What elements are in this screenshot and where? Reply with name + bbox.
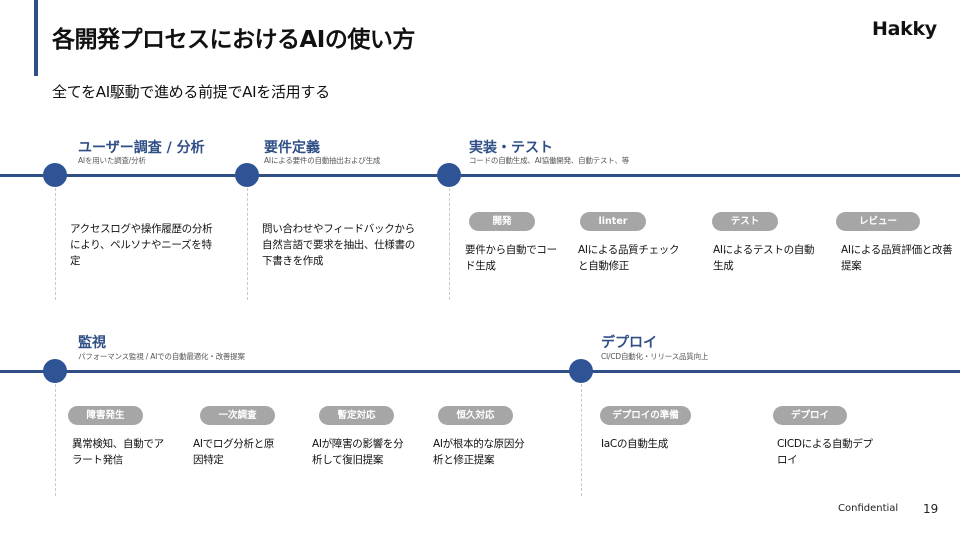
pill-development: 開発 [469,212,535,231]
pill-initial-investigation: 一次調査 [200,406,275,425]
description-deploy: CICDによる自動デプロイ [777,438,873,466]
phase-subtitle-user-research: AIを用いた調査/分析 [78,156,146,165]
footer-confidential: Confidential [838,503,899,514]
divider-requirements [247,188,248,300]
phase-title-requirements: 要件定義 [264,140,320,156]
divider-monitoring [55,384,56,496]
slide-title: 各開発プロセスにおけるAIの使い方 [52,27,415,53]
description-linter: AIによる品質チェックと自動修正 [578,244,680,272]
description-incident: 異常検知、自動でアラート発信 [72,438,164,466]
pill-temporary-fix: 暫定対応 [319,406,394,425]
timeline-dot-requirements [235,163,259,187]
description-permanent-fix: AIが根本的な原因分析と修正提案 [433,438,525,466]
timeline-dot-implementation [437,163,461,187]
divider-implementation [449,188,450,300]
description-test: AIによるテストの自動生成 [713,244,815,272]
phase-subtitle-requirements: AIによる要件の自動抽出および生成 [264,156,381,165]
pill-linter: linter [580,212,646,231]
phase-title-implementation: 実装・テスト [469,140,553,156]
divider-deploy [581,384,582,496]
company-logo: Hakky [872,18,937,40]
phase-subtitle-implementation: コードの自動生成、AI協働開発、自動テスト、等 [469,156,630,165]
page-number: 19 [923,502,939,516]
timeline-top [0,174,960,177]
timeline-dot-user-research [43,163,67,187]
description-user-research: アクセスログや操作履歴の分析により、ペルソナやニーズを特定 [70,223,213,267]
description-temporary-fix: AIが障害の影響を分析して復旧提案 [312,438,404,466]
pill-deploy-prep: デプロイの準備 [600,406,691,425]
timeline-bottom [0,370,960,373]
phase-title-monitoring: 監視 [78,335,106,351]
divider-user-research [55,188,56,300]
title-accent-bar [34,0,38,76]
description-deploy-prep: IaCの自動生成 [601,438,668,450]
description-initial-investigation: AIでログ分析と原因特定 [193,438,275,466]
description-development: 要件から自動でコード生成 [465,244,557,272]
phase-subtitle-deploy: CI/CD自動化・リリース品質向上 [601,352,709,361]
pill-incident: 障害発生 [68,406,143,425]
pill-test: テスト [712,212,778,231]
phase-subtitle-monitoring: パフォーマンス監視 / AIでの自動最適化・改善提案 [78,352,245,361]
phase-title-user-research: ユーザー調査 / 分析 [78,140,205,156]
description-requirements: 問い合わせやフィードバックから自然言語で要求を抽出、仕様書の下書きを作成 [262,223,415,267]
pill-deploy: デプロイ [773,406,847,425]
description-review: AIによる品質評価と改善提案 [841,244,953,272]
timeline-dot-monitoring [43,359,67,383]
slide-subtitle: 全てをAI駆動で進める前提でAIを活用する [52,83,330,101]
pill-review: レビュー [836,212,920,231]
pill-permanent-fix: 恒久対応 [438,406,513,425]
phase-title-deploy: デプロイ [601,335,657,351]
timeline-dot-deploy [569,359,593,383]
